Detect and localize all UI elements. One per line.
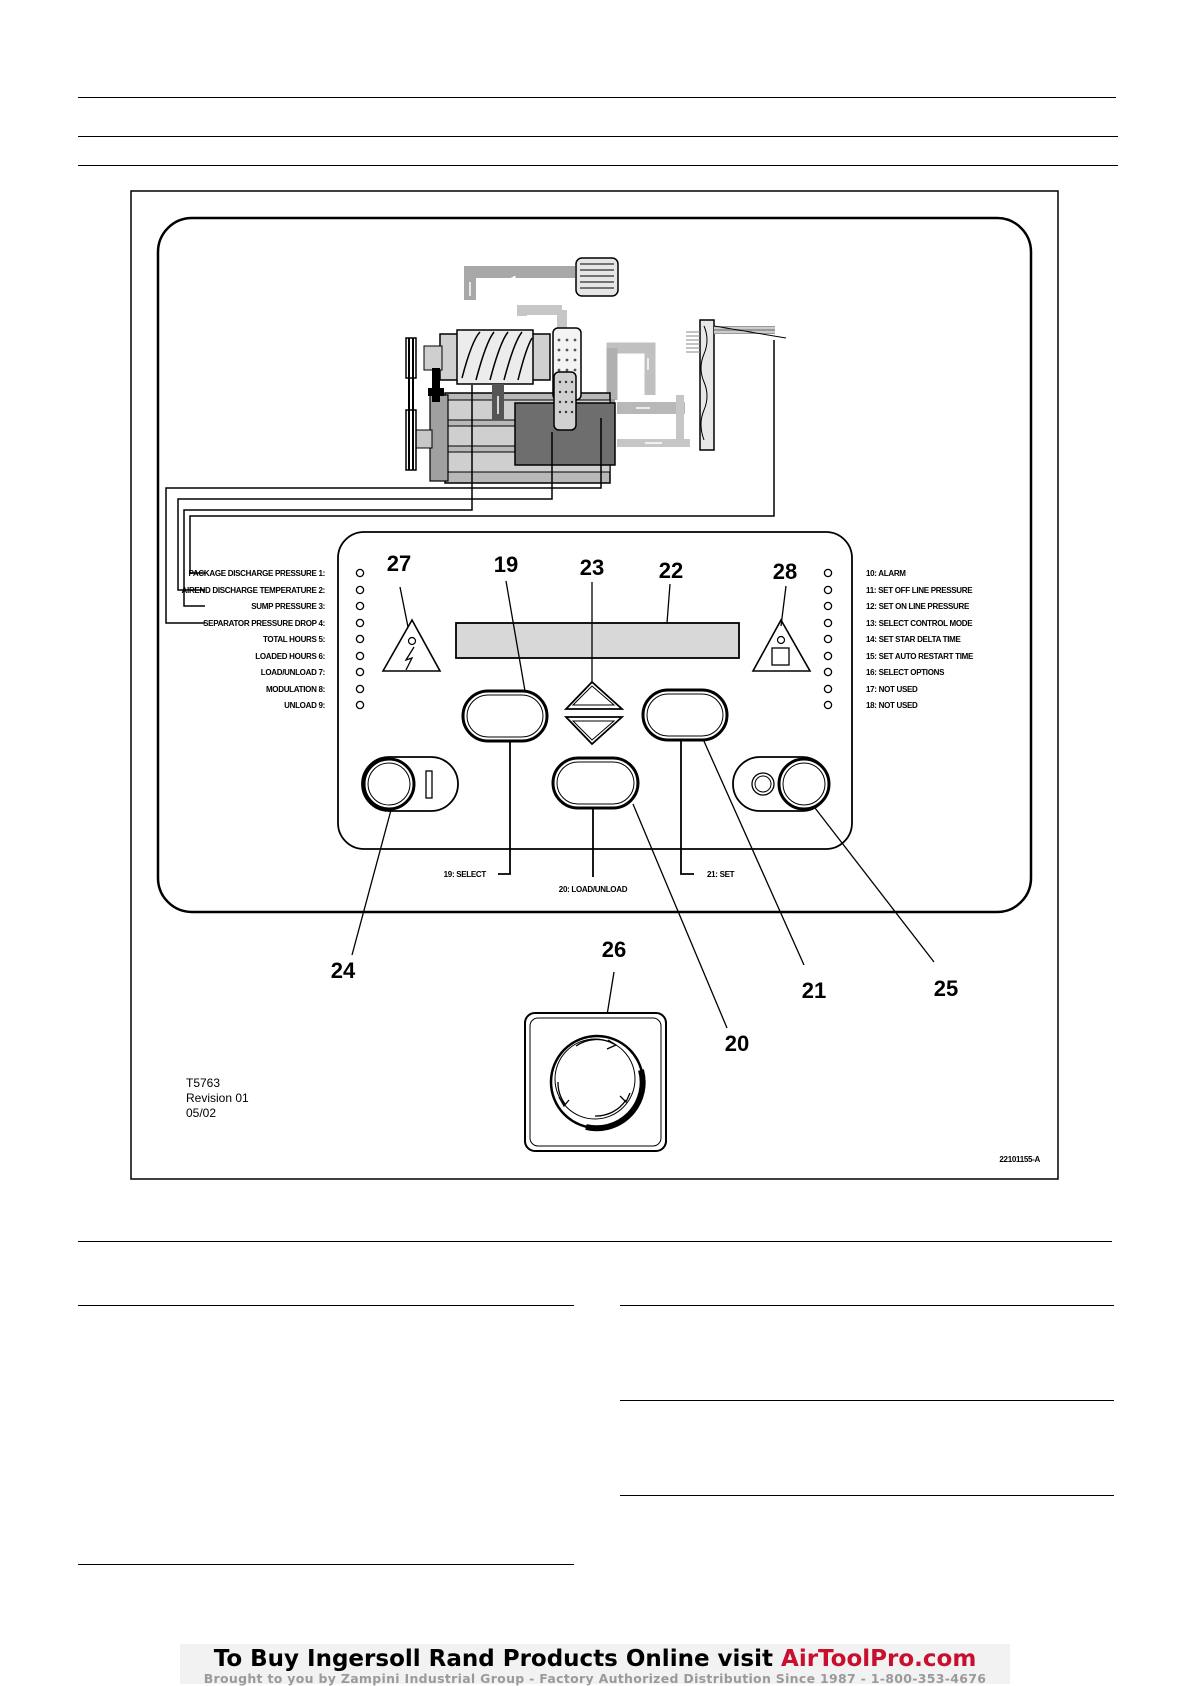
led-10	[823, 568, 833, 578]
left-label-5: TOTAL HOURS 5:	[263, 635, 325, 644]
start-button[interactable]	[361, 756, 459, 812]
callout-19: 19	[494, 552, 518, 577]
left-label-1: PACKAGE DISCHARGE PRESSURE 1:	[188, 569, 325, 578]
callout-26: 26	[602, 937, 626, 962]
right-label-12: 12: SET ON LINE PRESSURE	[866, 602, 970, 611]
footer-advert[interactable]: To Buy Ingersoll Rand Products Online vi…	[180, 1644, 1010, 1686]
set-button[interactable]	[641, 688, 729, 742]
down-arrow-button[interactable]	[563, 716, 625, 746]
callout-22: 22	[659, 558, 683, 583]
emergency-stop-switch[interactable]	[524, 1012, 667, 1152]
header-rule-3	[78, 165, 1118, 166]
led-14	[823, 634, 833, 644]
callout-23: 23	[580, 555, 604, 580]
footer-main-line: To Buy Ingersoll Rand Products Online vi…	[180, 1646, 1010, 1672]
drawing-number: 22101155-A	[999, 1155, 1040, 1164]
led-3	[355, 601, 365, 611]
callout-28: 28	[773, 559, 797, 584]
right-label-15: 15: SET AUTO RESTART TIME	[866, 652, 974, 661]
right-label-13: 13: SELECT CONTROL MODE	[866, 619, 973, 628]
left-label-4: SEPARATOR PRESSURE DROP 4:	[203, 619, 325, 628]
callout-21: 21	[802, 978, 826, 1003]
callout-leaders	[351, 580, 935, 1041]
stop-button[interactable]	[732, 756, 831, 812]
load-unload-button[interactable]	[551, 756, 640, 810]
right-label-18: 18: NOT USED	[866, 701, 918, 710]
left-label-3: SUMP PRESSURE 3:	[251, 602, 325, 611]
right-label-17: 17: NOT USED	[866, 685, 918, 694]
select-button[interactable]	[461, 689, 549, 743]
up-arrow-button[interactable]	[563, 680, 625, 710]
left-label-7: LOAD/UNLOAD 7:	[261, 668, 325, 677]
callout-numbers: 27 19 23 22 28 24 26 21 25 20	[331, 551, 958, 1056]
panel-outline	[156, 216, 1033, 914]
load-unload-label: 20: LOAD/UNLOAD	[559, 885, 628, 894]
rotate-arrow-icon	[619, 1092, 631, 1104]
stop-warning-icon	[751, 618, 812, 672]
left-indicator-list: PACKAGE DISCHARGE PRESSURE 1: AIREND DIS…	[182, 568, 365, 710]
led-6	[355, 651, 365, 661]
revision-block: T5763 Revision 01 05/02	[186, 1076, 249, 1120]
rotate-arrow-icon	[558, 1096, 570, 1108]
right-indicator-list: 10: ALARM 11: SET OFF LINE PRESSURE 12: …	[823, 568, 974, 710]
led-4	[355, 618, 365, 628]
lcd-display	[455, 622, 740, 659]
left-label-6: LOADED HOURS 6:	[255, 652, 325, 661]
left-label-8: MODULATION 8:	[266, 685, 325, 694]
left-label-9: UNLOAD 9:	[284, 701, 325, 710]
led-12	[823, 601, 833, 611]
footer-brand-link[interactable]: AirToolPro.com	[781, 1646, 977, 1672]
led-9	[355, 700, 365, 710]
button-label-leaders	[498, 740, 694, 877]
left-label-2: AIREND DISCHARGE TEMPERATURE 2:	[182, 586, 325, 595]
right-col-rule-1	[620, 1305, 1114, 1306]
led-11	[823, 585, 833, 595]
led-1	[355, 568, 365, 578]
callout-27: 27	[387, 551, 411, 576]
callout-20: 20	[725, 1031, 749, 1056]
led-8	[355, 684, 365, 694]
revision-date: 05/02	[186, 1106, 216, 1120]
right-label-11: 11: SET OFF LINE PRESSURE	[866, 586, 973, 595]
revision-number: Revision 01	[186, 1091, 249, 1105]
callout-25: 25	[934, 976, 958, 1001]
right-col-rule-2	[620, 1400, 1114, 1401]
right-label-14: 14: SET STAR DELTA TIME	[866, 635, 962, 644]
sensor-lines	[165, 340, 775, 624]
led-15	[823, 651, 833, 661]
led-2	[355, 585, 365, 595]
led-13	[823, 618, 833, 628]
left-col-rule-2	[78, 1564, 574, 1565]
callout-24: 24	[331, 958, 356, 983]
right-label-10: 10: ALARM	[866, 569, 906, 578]
section-rule	[78, 1241, 1112, 1242]
right-col-rule-3	[620, 1495, 1114, 1496]
set-label: 21: SET	[707, 870, 735, 879]
led-17	[823, 684, 833, 694]
header-rule-2	[78, 136, 1118, 137]
electrical-warning-icon	[381, 618, 442, 672]
control-panel-outline	[337, 531, 853, 850]
select-label: 19: SELECT	[444, 870, 487, 879]
right-label-16: 16: SELECT OPTIONS	[866, 668, 945, 677]
footer-sub-line: Brought to you by Zampini Industrial Gro…	[203, 1671, 987, 1686]
footer-main-text: To Buy Ingersoll Rand Products Online vi…	[213, 1646, 782, 1672]
rotate-arrow-icon	[606, 1039, 618, 1050]
led-18	[823, 700, 833, 710]
led-7	[355, 667, 365, 677]
header-rule-1	[78, 97, 1116, 98]
left-col-rule-1	[78, 1305, 574, 1306]
led-5	[355, 634, 365, 644]
led-16	[823, 667, 833, 677]
revision-code: T5763	[186, 1076, 220, 1090]
